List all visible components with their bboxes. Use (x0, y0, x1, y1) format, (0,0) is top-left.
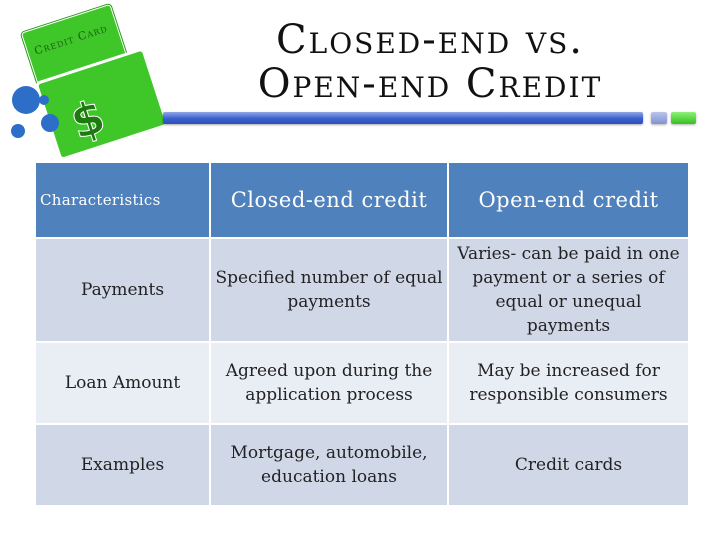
header-closed-end: Closed-end credit (210, 163, 449, 239)
row-label-examples: Examples (36, 424, 211, 507)
rule-bar (163, 112, 643, 124)
row-label-loan-amount: Loan Amount (36, 342, 211, 425)
cell-closed-end: Specified number of equal payments (210, 238, 449, 343)
cell-open-end: Varies- can be paid in one payment or a … (448, 238, 688, 343)
credit-card-logo: Credit Card $ (0, 0, 175, 165)
header-open-end: Open-end credit (448, 163, 688, 239)
title-line-2: Open-end Credit (257, 61, 603, 107)
cell-closed-end: Agreed upon during the application proce… (210, 342, 449, 425)
slide-title: Closed-end vs. Open-end Credit (210, 18, 650, 106)
decorative-dots (11, 86, 59, 138)
cell-open-end: May be increased for responsible consume… (448, 342, 688, 425)
table-row: Examples Mortgage, automobile, education… (36, 424, 688, 507)
cell-open-end: Credit cards (448, 424, 688, 507)
rule-square-green (671, 112, 696, 124)
title-line-1: Closed-end vs. (276, 17, 584, 63)
table-row: Loan Amount Agreed upon during the appli… (36, 342, 688, 425)
header-characteristics: Characteristics (36, 163, 211, 239)
cell-closed-end: Mortgage, automobile, education loans (210, 424, 449, 507)
table-header-row: Characteristics Closed-end credit Open-e… (36, 163, 688, 239)
rule-square-blue (651, 112, 667, 124)
table-row: Payments Specified number of equal payme… (36, 238, 688, 343)
comparison-table: Characteristics Closed-end credit Open-e… (36, 163, 688, 507)
title-rule (163, 110, 698, 128)
row-label-payments: Payments (36, 238, 211, 343)
